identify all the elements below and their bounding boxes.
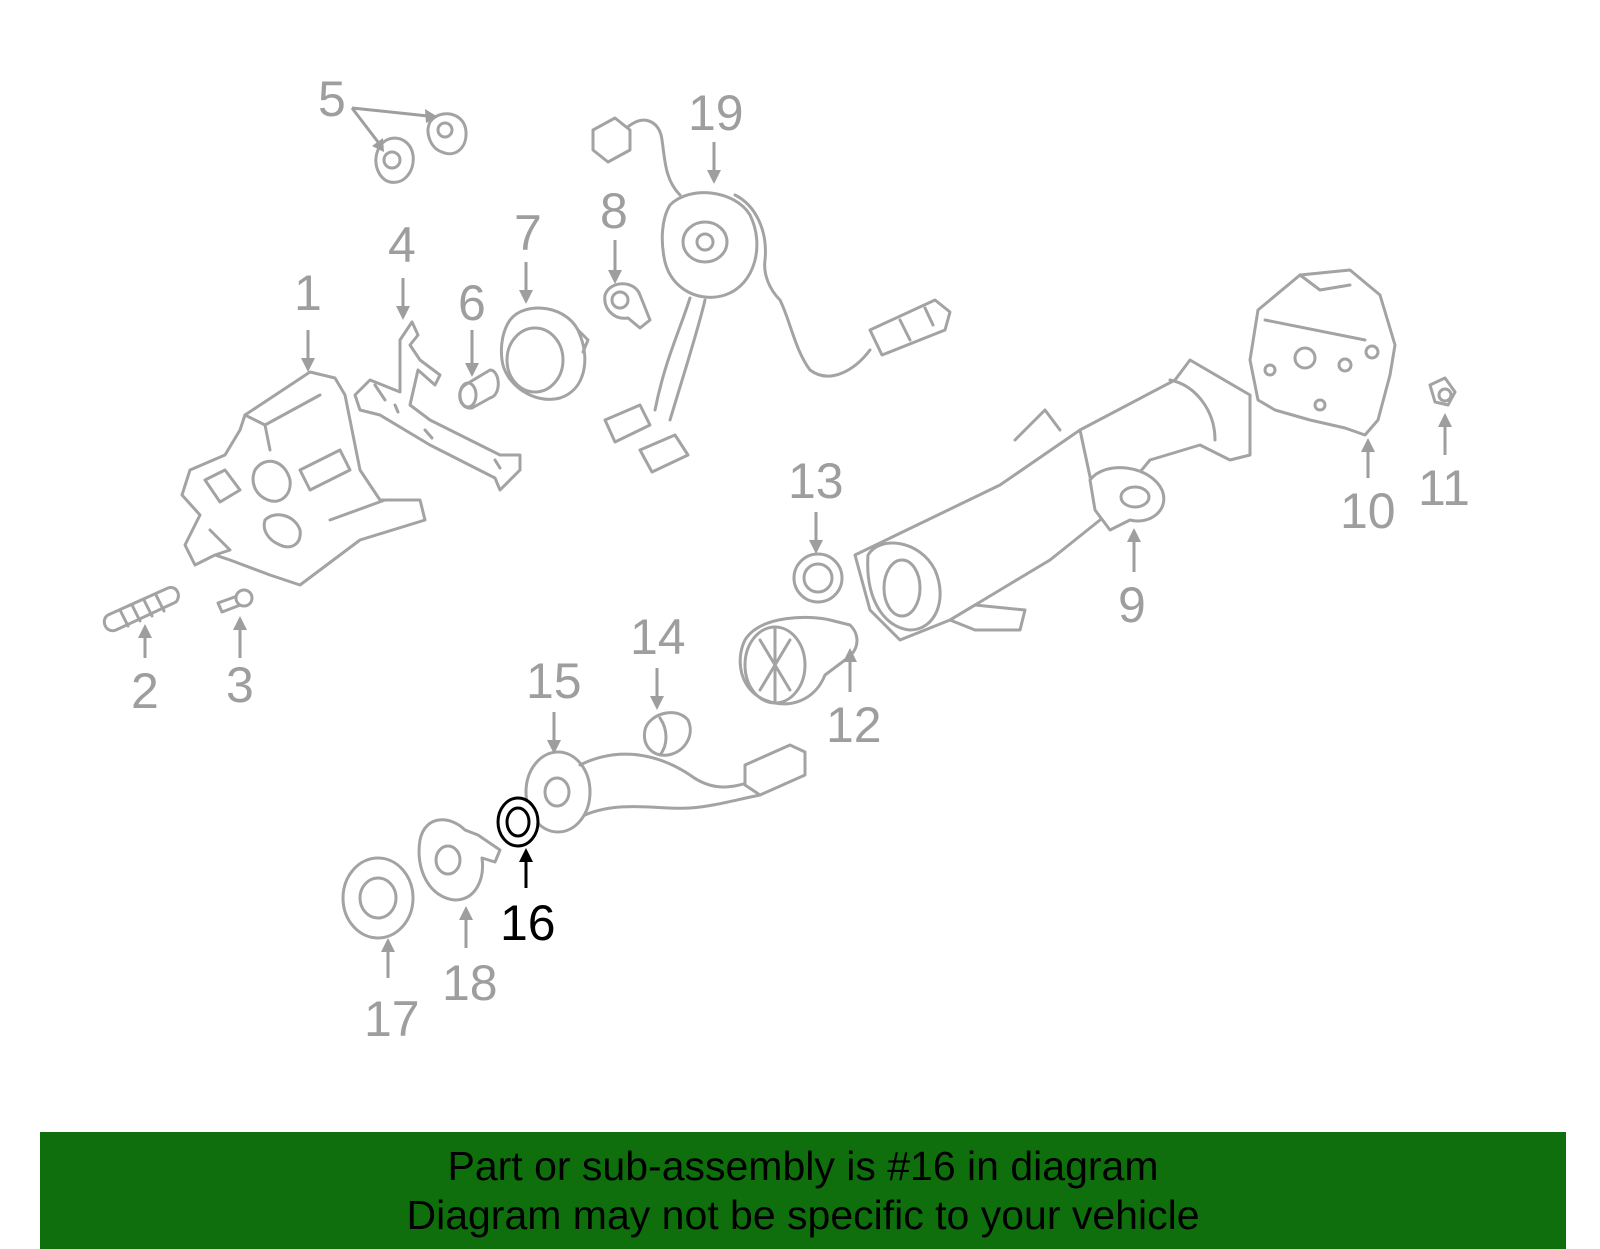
callout-11: 11 [1418, 460, 1470, 516]
part-4-bracket[interactable] [353, 320, 522, 492]
part-5-clips[interactable] [374, 112, 468, 184]
callout-7: 7 [514, 205, 542, 261]
part-6-bushing[interactable] [458, 368, 500, 410]
part-1-housing[interactable] [180, 370, 427, 587]
callout-6: 6 [458, 275, 486, 331]
part-3-screw[interactable] [216, 588, 254, 614]
callout-17: 17 [364, 991, 420, 1047]
part-19-clockspring[interactable] [591, 116, 952, 474]
part-11-bolt[interactable] [1428, 376, 1457, 407]
part-16-seal-ring[interactable] [496, 796, 540, 848]
callout-1: 1 [294, 265, 322, 321]
parts-diagram: 1 2 3 4 5 6 7 8 9 10 11 12 13 14 15 16 1… [102, 71, 1470, 1047]
callout-8: 8 [600, 183, 628, 239]
part-10-mounting-plate[interactable] [1248, 268, 1397, 437]
banner-line-part-number: Part or sub-assembly is #16 in diagram [447, 1143, 1159, 1189]
callout-16: 16 [500, 895, 556, 951]
callout-5: 5 [318, 71, 346, 127]
part-13-bearing[interactable] [792, 552, 844, 604]
callout-3: 3 [226, 657, 254, 713]
callout-15: 15 [526, 653, 582, 709]
part-2-pin[interactable] [102, 585, 180, 633]
callout-19: 19 [688, 85, 744, 141]
part-12-sensor-ring[interactable] [738, 615, 859, 706]
callout-12: 12 [826, 697, 882, 753]
callout-13: 13 [788, 453, 844, 509]
callout-10: 10 [1340, 483, 1396, 539]
callout-4: 4 [388, 217, 416, 273]
part-15-sensor[interactable] [524, 743, 807, 834]
info-banner: Part or sub-assembly is #16 in diagram D… [40, 1132, 1566, 1249]
callout-18: 18 [442, 955, 498, 1011]
banner-line-disclaimer: Diagram may not be specific to your vehi… [406, 1192, 1200, 1238]
part-14-cap[interactable] [642, 711, 692, 757]
callout-2: 2 [131, 663, 159, 719]
part-9-column-jacket[interactable] [853, 358, 1252, 642]
part-8-nut[interactable] [603, 282, 652, 330]
part-18-retainer[interactable] [417, 818, 502, 902]
leader-arrows [138, 106, 1452, 978]
part-7-bearing-housing[interactable] [499, 306, 590, 401]
callout-14: 14 [630, 609, 686, 665]
part-17-washer[interactable] [341, 856, 415, 940]
callout-9: 9 [1118, 577, 1146, 633]
